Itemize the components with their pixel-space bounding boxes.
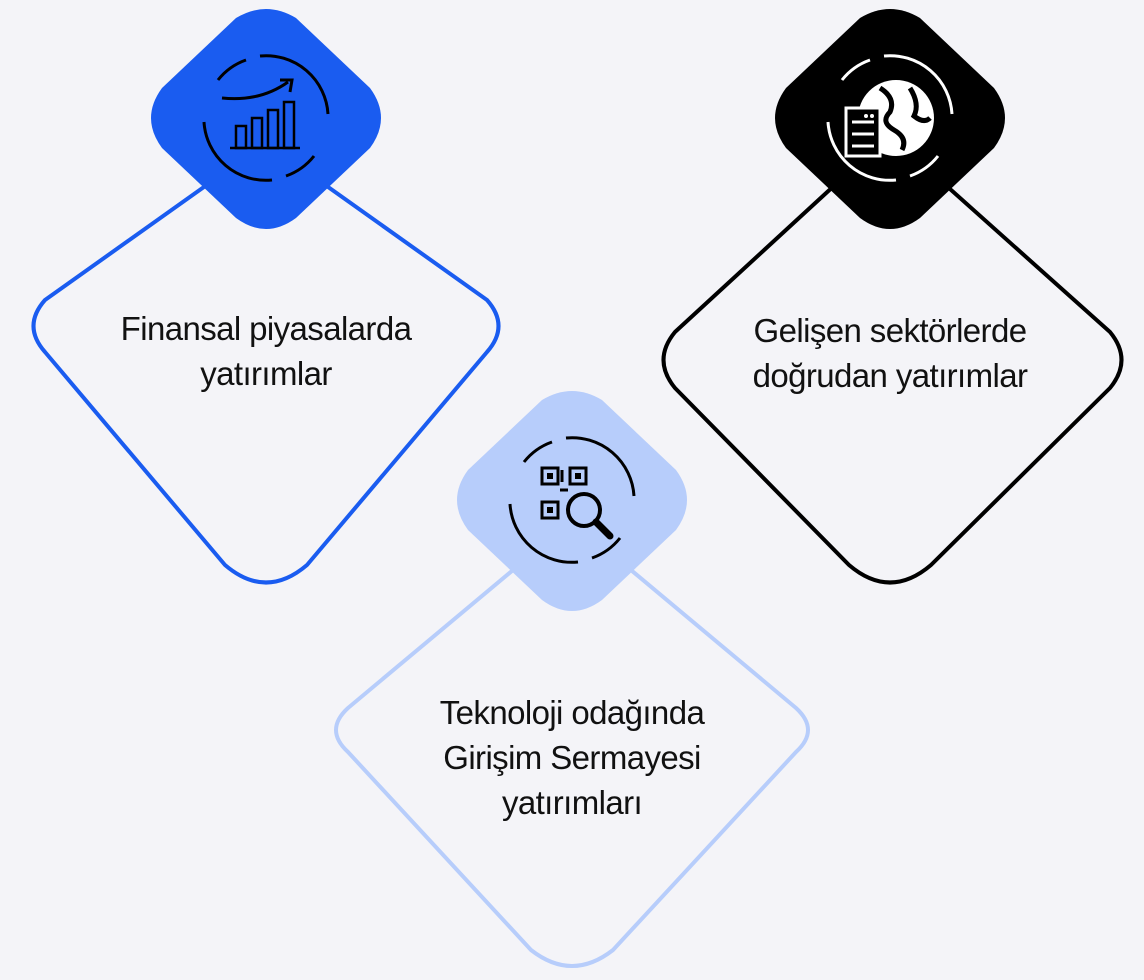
card-teknoloji-label-line: Girişim Sermayesi <box>443 739 701 776</box>
card-gelisen-label: Gelişen sektörlerde doğrudan yatırımlar <box>690 308 1090 398</box>
card-finansal-badge <box>151 9 381 229</box>
growth-chart-icon <box>202 54 330 182</box>
globe-server-icon <box>826 54 954 182</box>
card-teknoloji-label-line: yatırımları <box>501 784 643 821</box>
card-finansal <box>31 9 501 585</box>
card-gelisen-label-line: Gelişen sektörlerde <box>753 312 1028 349</box>
card-gelisen <box>661 9 1124 585</box>
card-teknoloji <box>334 391 810 968</box>
card-gelisen-label-line: doğrudan yatırımlar <box>752 357 1028 394</box>
card-teknoloji-label-line: Teknoloji odağında <box>439 694 705 731</box>
card-finansal-label-line: Finansal piyasalarda <box>120 310 412 347</box>
card-finansal-label: Finansal piyasalarda yatırımlar <box>66 306 466 396</box>
card-finansal-label-line: yatırımlar <box>200 355 332 392</box>
qr-search-icon <box>508 436 636 564</box>
card-teknoloji-label: Teknoloji odağında Girişim Sermayesi yat… <box>372 690 772 825</box>
